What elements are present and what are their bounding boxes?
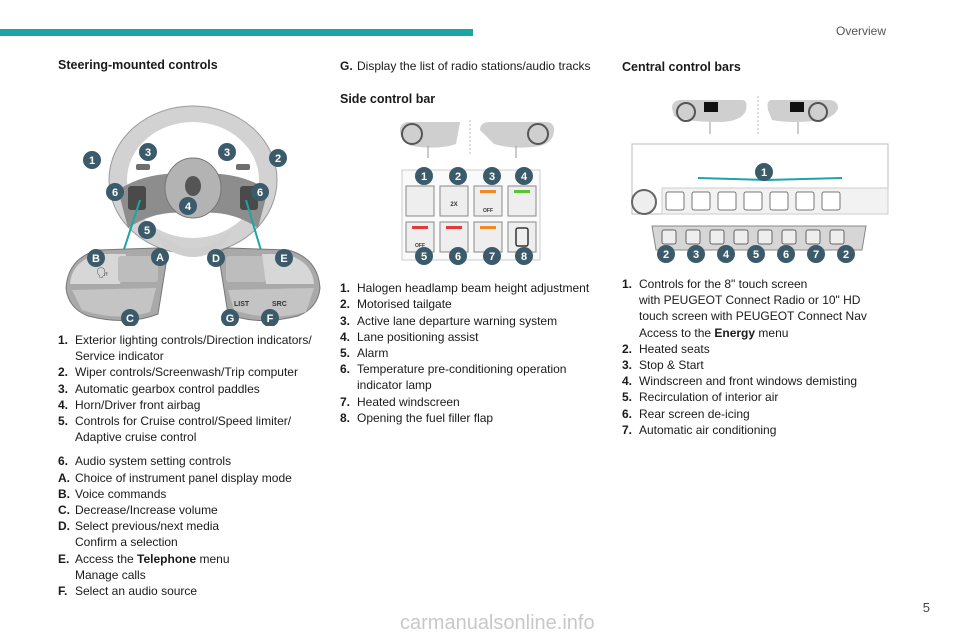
- steering-wheel-illustration: [108, 105, 278, 275]
- callout-6-left: 6: [112, 187, 118, 199]
- steering-section: Steering-mounted controls 🗣: [58, 58, 328, 599]
- callout-7: 7: [489, 251, 495, 263]
- list-item: 7.Automatic air conditioning: [622, 422, 777, 437]
- callout-d: D: [212, 253, 220, 265]
- list-item: C.Decrease/Increase volume: [58, 503, 218, 518]
- side-title: Side control bar: [340, 92, 436, 107]
- list-item: F.Select an audio source: [58, 584, 198, 599]
- steering-list-1: 1.Exterior lighting controls/Direction i…: [58, 332, 328, 445]
- callout-b: B: [92, 253, 100, 265]
- steering-wheel-diagram: 🗣 LIST SRC 1 3 3 2 6 6 4 5 B A D E C G F: [65, 105, 321, 326]
- callout-3: 3: [489, 171, 495, 183]
- lower-control-bar: [651, 225, 867, 251]
- dashboard-thumbnails: [400, 120, 554, 159]
- list-item: 4.Lane positioning assist: [340, 329, 479, 344]
- list-item: 6.Audio system setting controls: [58, 454, 232, 469]
- callout-2: 2: [275, 153, 281, 165]
- section-title: Overview: [835, 24, 886, 38]
- central-title: Central control bars: [622, 60, 741, 74]
- list-item: 1.Halogen headlamp beam height adjustmen…: [340, 281, 590, 296]
- right-button-pod: LIST SRC: [218, 247, 321, 322]
- callout-8: 8: [521, 251, 527, 263]
- list-item: 3.Stop & Start: [622, 358, 704, 373]
- two-x-text: 2X: [450, 202, 457, 208]
- page-number: 5: [922, 600, 930, 615]
- list-item: 4.Windscreen and front windows demisting: [622, 374, 858, 389]
- list-item: 2.Motorised tailgate: [340, 297, 452, 312]
- list-item: 1.Exterior lighting controls/Direction i…: [58, 333, 312, 364]
- callout-6: 6: [455, 251, 461, 263]
- callout-7: 7: [813, 249, 819, 261]
- callout-1: 1: [421, 171, 427, 183]
- callout-2-left: 2: [663, 249, 669, 261]
- callout-g: G: [226, 313, 235, 325]
- list-item: 5.Alarm: [340, 346, 389, 361]
- central-section: Central control bars: [622, 58, 892, 438]
- central-callouts: 1 2 3 4 5 6 7 2: [657, 163, 855, 263]
- side-list: 1.Halogen headlamp beam height adjustmen…: [340, 280, 610, 426]
- list-item: 8.Opening the fuel filler flap: [340, 410, 494, 425]
- callout-2-right: 2: [843, 249, 849, 261]
- list-item: 3.Automatic gearbox control paddles: [58, 381, 260, 396]
- off-text-1: OFF: [483, 208, 493, 214]
- steering-callouts: 1 3 3 2 6 6 4 5 B A D E C G F: [83, 143, 293, 326]
- steering-list-2: 6.Audio system setting controls A.Choice…: [58, 453, 328, 599]
- side-section: G.Display the list of radio stations/aud…: [340, 58, 610, 426]
- side-control-bar-diagram: 2X OFF OFF 1 2 3 4 5 6 7 8: [400, 120, 554, 266]
- callout-3-left: 3: [145, 147, 151, 159]
- callout-4: 4: [723, 249, 730, 261]
- callout-a: A: [156, 252, 164, 264]
- button-panel: 2X OFF OFF: [401, 169, 541, 261]
- list-item: 4.Horn/Driver front airbag: [58, 397, 201, 412]
- callout-4: 4: [521, 171, 528, 183]
- src-button-text: SRC: [272, 301, 287, 308]
- list-item: 2.Wiper controls/Screenwash/Trip compute…: [58, 365, 298, 380]
- callout-c: C: [126, 313, 134, 325]
- callout-1: 1: [761, 167, 767, 179]
- callout-4: 4: [185, 201, 192, 213]
- list-item: 5.Controls for Cruise control/Speed limi…: [58, 414, 292, 445]
- callout-e: E: [280, 253, 287, 265]
- watermark: carmanualsonline.info: [400, 612, 595, 634]
- callout-1: 1: [89, 155, 95, 167]
- list-item: G.Display the list of radio stations/aud…: [340, 59, 591, 73]
- svg-text:🗣: 🗣: [96, 267, 109, 279]
- callout-f: F: [267, 313, 274, 325]
- central-control-bars-diagram: 1 2 3 4 5 6 7 2: [631, 96, 889, 263]
- callout-5: 5: [144, 225, 150, 237]
- list-item: 6.Rear screen de-icing: [622, 406, 750, 421]
- callout-3: 3: [693, 249, 699, 261]
- dashboard-thumbnails: [672, 96, 838, 134]
- callout-6-right: 6: [257, 187, 263, 199]
- off-text-2: OFF: [415, 243, 425, 249]
- callout-3-right: 3: [224, 147, 230, 159]
- header-accent-bar: [0, 29, 473, 36]
- callout-5: 5: [421, 251, 427, 263]
- list-item: 5.Recirculation of interior air: [622, 390, 779, 405]
- list-item: 7.Heated windscreen: [340, 394, 460, 409]
- steering-item-g: G.Display the list of radio stations/aud…: [340, 58, 610, 74]
- callout-2: 2: [455, 171, 461, 183]
- upper-control-bar: [631, 143, 889, 215]
- steering-title: Steering-mounted controls: [58, 58, 218, 72]
- list-button-text: LIST: [234, 301, 250, 308]
- list-item: 6.Temperature pre-conditioning operation…: [340, 362, 567, 393]
- left-button-pod: 🗣: [65, 247, 168, 322]
- list-item: A.Choice of instrument panel display mod…: [58, 470, 292, 485]
- list-item: B.Voice commands: [58, 486, 167, 501]
- callout-6: 6: [783, 249, 789, 261]
- callout-5: 5: [753, 249, 759, 261]
- side-callouts: 1 2 3 4 5 6 7 8: [415, 167, 533, 266]
- list-item: 3.Active lane departure warning system: [340, 313, 558, 328]
- list-item: 2.Heated seats: [622, 341, 710, 356]
